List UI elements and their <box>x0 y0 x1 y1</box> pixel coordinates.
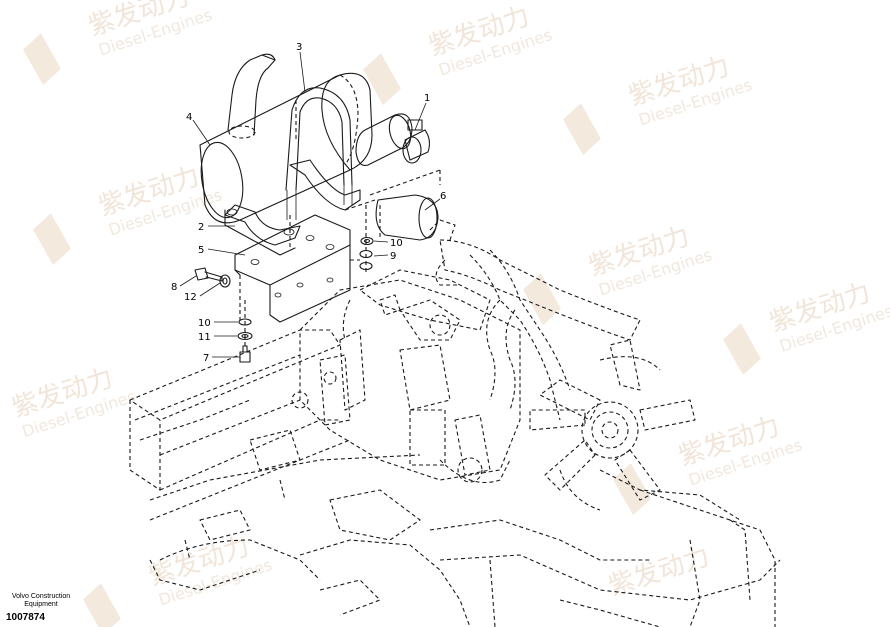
callout-11: 11 <box>198 332 211 343</box>
part-number: 1007874 <box>6 612 45 623</box>
footer-company-line2: Equipment <box>24 601 58 608</box>
callout-6: 6 <box>440 191 446 202</box>
muffler-part-4 <box>199 53 373 224</box>
callout-1: 1 <box>424 93 430 104</box>
machine-frame <box>129 329 781 627</box>
watermark-brand: 紫发动力 <box>605 541 713 602</box>
callout-numbers: 1 2 3 4 5 6 7 8 9 10 10 11 12 <box>171 42 446 364</box>
support-plate-part-5 <box>234 214 351 323</box>
callout-7: 7 <box>203 353 209 364</box>
fasteners-left <box>237 300 253 363</box>
callout-9: 9 <box>390 251 396 262</box>
alignment-lines <box>289 169 441 261</box>
engine-block <box>291 269 521 484</box>
callout-3: 3 <box>296 42 302 53</box>
callout-12: 12 <box>184 292 197 303</box>
footer-company-line1: Volvo Construction <box>11 593 71 600</box>
pipe-part-6 <box>375 194 439 241</box>
watermark-layer: 紫发动力 Diesel-Engines 紫发动力 Diesel-Engines … <box>8 0 890 627</box>
u-bolt-part-3 <box>285 87 353 220</box>
callout-2: 2 <box>198 222 204 233</box>
bolt-part-8 <box>194 267 231 288</box>
footer: Volvo Construction Equipment 1007874 <box>6 593 76 623</box>
intake-hoses <box>429 219 641 421</box>
fasteners-right <box>359 205 374 275</box>
callout-4: 4 <box>186 112 192 123</box>
callout-10-left: 10 <box>198 318 211 329</box>
leader-lines <box>179 51 441 358</box>
cooling-fan <box>529 339 696 511</box>
clamp-part-1 <box>355 113 431 167</box>
callout-5: 5 <box>198 245 204 256</box>
bracket-part-2 <box>224 159 361 256</box>
callout-8: 8 <box>171 282 177 293</box>
callout-10-right: 10 <box>390 238 403 249</box>
